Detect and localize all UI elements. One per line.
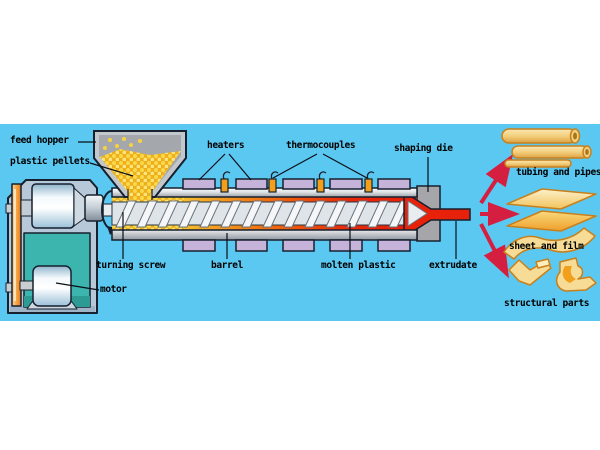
motor-cabinet [5, 179, 119, 314]
label-feed-hopper: feed hopper [10, 135, 69, 146]
motor-unit [19, 265, 78, 310]
label-heaters: heaters [207, 140, 245, 151]
label-structural-parts: structural parts [504, 298, 590, 309]
feed-hopper [93, 130, 187, 200]
label-sheet-and-film: sheet and film [509, 241, 584, 252]
gear-drive [20, 183, 119, 235]
label-plastic-pellets: plastic pellets [10, 156, 90, 167]
label-molten-plastic: molten plastic [321, 260, 396, 271]
label-tubing-and-pipes: tubing and pipes [516, 167, 600, 178]
sheet-and-film-icon [503, 188, 597, 260]
thermocouples [220, 171, 375, 193]
hopper-throat [128, 189, 152, 200]
thermocouple-wires [222, 171, 375, 180]
arrow-to-parts-icon [479, 223, 509, 279]
heaters [182, 178, 411, 252]
pellet-pile [100, 149, 181, 192]
product-arrows [479, 153, 520, 279]
arrow-to-tubing-icon [479, 153, 514, 205]
label-thermocouples: thermocouples [286, 140, 356, 151]
drive-belt [5, 183, 22, 307]
screw-flights [115, 200, 410, 228]
falling-pellets [103, 137, 142, 150]
turning-screw [111, 200, 411, 228]
tubing-and-pipes-icon [501, 128, 592, 168]
structural-parts-icon [508, 257, 597, 292]
label-motor: motor [100, 284, 127, 295]
label-turning-screw: turning screw [96, 260, 166, 271]
screw-tip [407, 200, 428, 227]
label-shaping-die: shaping die [394, 143, 453, 154]
product-icons [501, 128, 597, 292]
leader-lines [55, 141, 457, 291]
label-extrudate: extrudate [429, 260, 477, 271]
label-barrel: barrel [211, 260, 243, 271]
